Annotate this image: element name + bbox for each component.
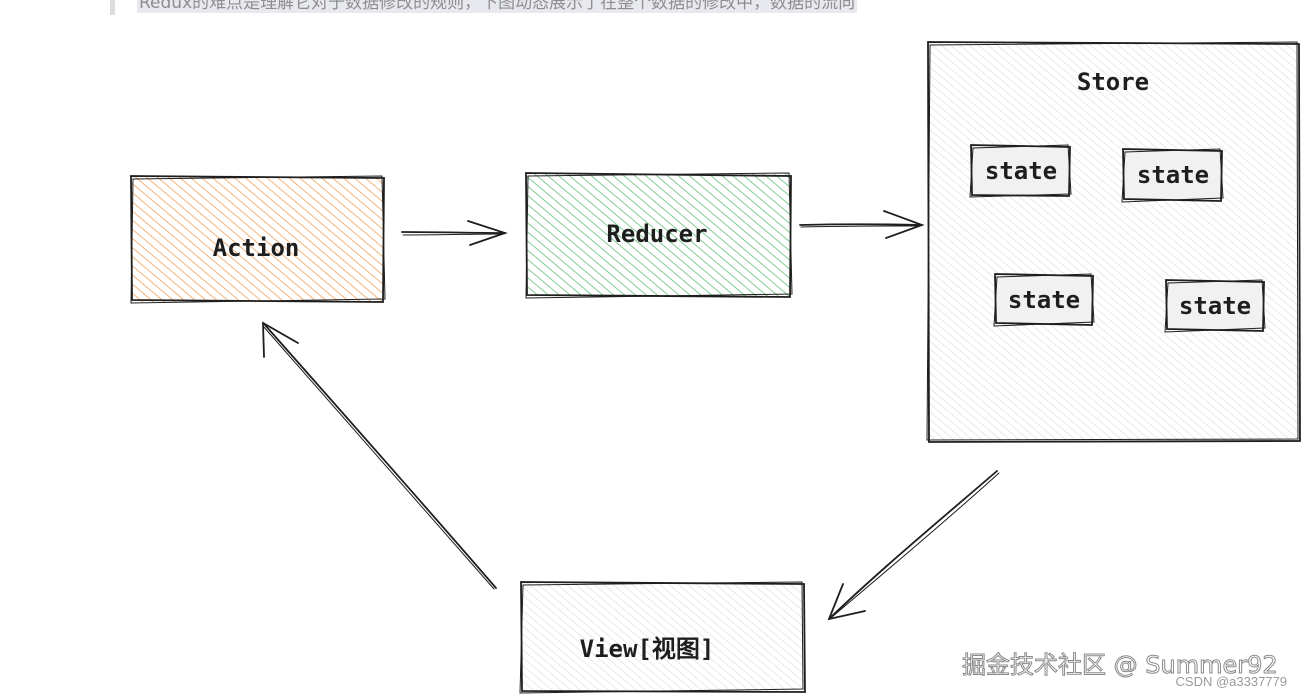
state-box: state: [1121, 148, 1224, 203]
action-label: Action: [213, 234, 300, 262]
reducer-node: Reducer: [525, 172, 793, 299]
view-node: View[视图]: [519, 581, 806, 694]
arrow-store-to-view: [827, 470, 1000, 621]
arrow-reducer-to-store: [799, 210, 925, 239]
state-box: state: [969, 144, 1072, 198]
action-node: Action: [130, 175, 386, 304]
state-box: state: [1164, 279, 1266, 333]
article-caption: Redux的难点是理解它对于数据修改的规则，下图动态展示了在整个数据的修改中，数…: [110, 0, 858, 15]
juejin-watermark: 掘金技术社区 @ Summer92: [962, 651, 1279, 680]
arrow-view-to-action: [262, 321, 497, 590]
reducer-label: Reducer: [606, 220, 707, 248]
state-label: state: [1179, 292, 1251, 320]
store-node: Store state state state state: [926, 41, 1301, 443]
caption-text: Redux的难点是理解它对于数据修改的规则，下图动态展示了在整个数据的修改中，数…: [137, 0, 858, 13]
view-label: View[视图]: [580, 635, 715, 663]
state-label: state: [1137, 161, 1209, 189]
state-label: state: [985, 157, 1057, 185]
arrow-action-to-reducer: [401, 220, 508, 246]
csdn-watermark: CSDN @a3337779: [1175, 674, 1287, 689]
state-box: state: [993, 273, 1095, 327]
state-label: state: [1008, 286, 1080, 314]
store-label: Store: [1077, 68, 1149, 96]
